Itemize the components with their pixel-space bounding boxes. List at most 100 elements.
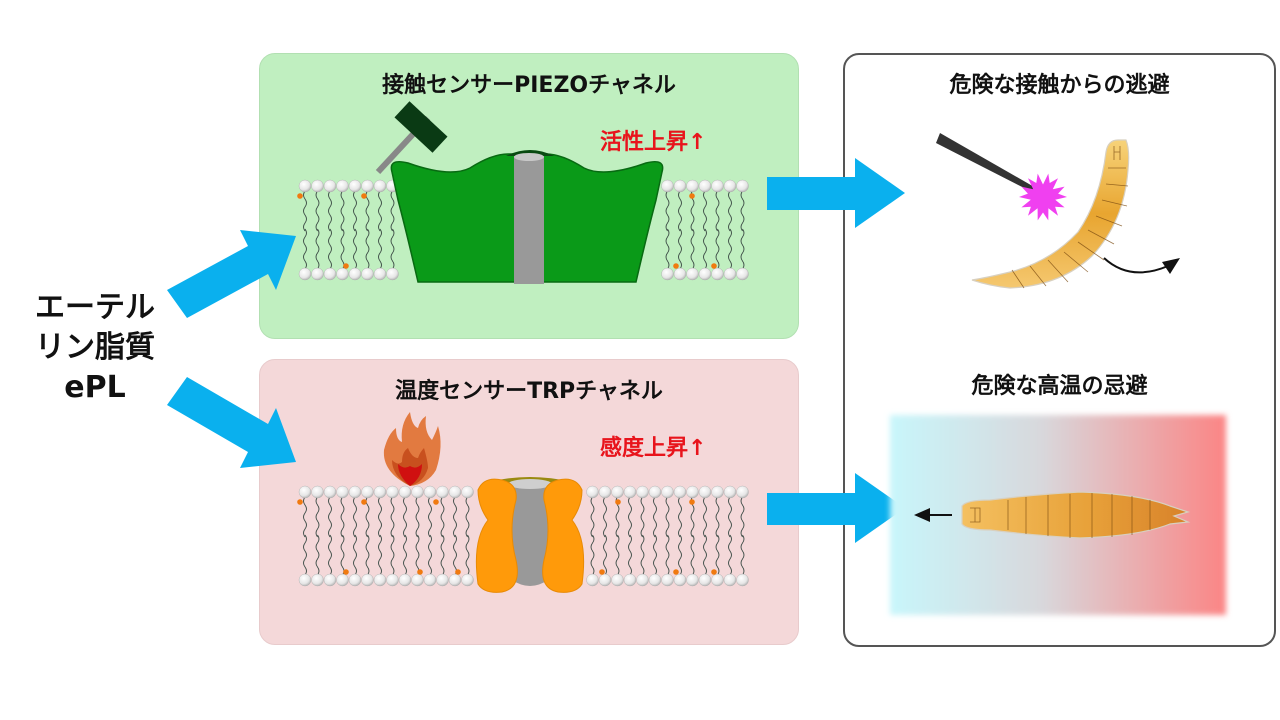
arrow-to-trp — [167, 377, 296, 468]
lipid-head — [461, 485, 474, 499]
lipid-head — [423, 485, 437, 499]
lipid-head — [448, 485, 462, 499]
lipid-head — [623, 573, 637, 587]
lipid-tail — [690, 496, 695, 576]
lipid-head — [673, 485, 687, 499]
lipid-tail — [678, 496, 682, 576]
lipid-head — [611, 485, 624, 499]
lipid-head — [386, 267, 399, 281]
lipid-head — [373, 267, 387, 281]
ether-lipid-marker — [689, 499, 695, 505]
lipid-head — [386, 485, 399, 499]
lipid-head — [698, 573, 712, 587]
lipid-head — [673, 179, 687, 193]
ether-lipid-marker — [361, 499, 367, 505]
lipid-head — [361, 485, 374, 499]
lipid-tail — [403, 496, 407, 576]
lipid-tail — [740, 190, 745, 270]
lipid-tail — [703, 496, 707, 576]
lipid-head — [386, 573, 399, 587]
hammer-icon — [375, 101, 448, 175]
lipid-head — [623, 485, 637, 499]
lipid-head — [411, 573, 424, 587]
lipid-head — [686, 267, 699, 281]
lipid-head — [661, 179, 674, 193]
ether-lipid-marker — [343, 263, 349, 269]
lipid-head — [711, 573, 724, 587]
lipid-tail — [653, 496, 657, 576]
lipid-tail — [303, 190, 307, 270]
lipid-head — [348, 485, 362, 499]
ether-lipid-marker — [297, 193, 303, 199]
lipid-head — [661, 573, 674, 587]
lipid-head — [586, 485, 599, 499]
lipid-head — [461, 573, 474, 587]
lipid-head — [336, 179, 349, 193]
ether-lipid-marker — [673, 263, 679, 269]
lipid-tail — [428, 496, 432, 576]
lipid-head — [648, 573, 662, 587]
lipid-head — [411, 485, 424, 499]
lipid-tail — [728, 496, 732, 576]
lipid-head — [723, 485, 737, 499]
lipid-tail — [340, 190, 345, 270]
lipid-tail — [715, 190, 720, 270]
ether-lipid-marker — [297, 499, 303, 505]
lipid-head — [436, 573, 449, 587]
lipid-head — [373, 573, 387, 587]
lipid-tail — [415, 496, 420, 576]
lipid-head — [298, 179, 312, 193]
lipid-tail — [365, 190, 370, 270]
lipid-tail — [740, 496, 745, 576]
lipid-head — [336, 267, 349, 281]
lipid-head — [686, 573, 699, 587]
lipid-head — [348, 267, 362, 281]
arrow-piezo-to-escape — [767, 158, 905, 228]
label-line-2: リン脂質 — [35, 330, 155, 365]
lipid-head — [736, 573, 749, 587]
lipid-tail — [453, 496, 457, 576]
avoid-direction-arrow-icon — [914, 508, 952, 522]
lipid-head — [311, 485, 324, 499]
trp-effect-label: 感度上昇↑ — [600, 436, 707, 461]
lipid-tail — [615, 496, 620, 576]
lipid-head — [336, 573, 349, 587]
label-line-3: ePL — [64, 370, 126, 405]
lipid-head — [661, 267, 674, 281]
lipid-bilayer-top — [297, 179, 749, 281]
lipid-head — [736, 485, 749, 499]
lipid-tail — [353, 190, 357, 270]
piezo-channel-icon — [390, 150, 664, 284]
lipid-tail — [353, 496, 357, 576]
ether-lipid-marker — [711, 263, 717, 269]
lipid-head — [648, 485, 662, 499]
lipid-head — [298, 573, 312, 587]
lipid-tail — [590, 496, 595, 576]
arrow-to-piezo — [167, 230, 296, 318]
lipid-head — [611, 573, 624, 587]
lipid-tail — [665, 190, 670, 270]
piezo-title: 接触センサーPIEZOチャネル — [382, 73, 676, 98]
curved-larva-icon — [971, 139, 1130, 289]
lipid-head — [311, 179, 324, 193]
lipid-head — [598, 485, 612, 499]
ether-lipid-marker — [433, 499, 439, 505]
lipid-head — [698, 179, 712, 193]
lipid-head — [636, 485, 649, 499]
lipid-head — [398, 485, 412, 499]
escape-title: 危険な接触からの逃避 — [949, 73, 1170, 98]
trp-channel-icon — [475, 477, 585, 593]
heat-avoid-title: 危険な高温の忌避 — [971, 374, 1148, 399]
piezo-effect-label: 活性上昇↑ — [600, 130, 707, 155]
lipid-head — [686, 179, 699, 193]
lipid-head — [698, 267, 712, 281]
ether-lipid-marker — [455, 569, 461, 575]
lipid-head — [673, 573, 687, 587]
probe-icon — [936, 133, 1036, 193]
lipid-head — [698, 485, 712, 499]
lipid-head — [398, 573, 412, 587]
lipid-head — [361, 179, 374, 193]
ether-lipid-marker — [711, 569, 717, 575]
straight-larva-icon — [961, 491, 1191, 539]
impact-star-icon — [1019, 173, 1067, 221]
